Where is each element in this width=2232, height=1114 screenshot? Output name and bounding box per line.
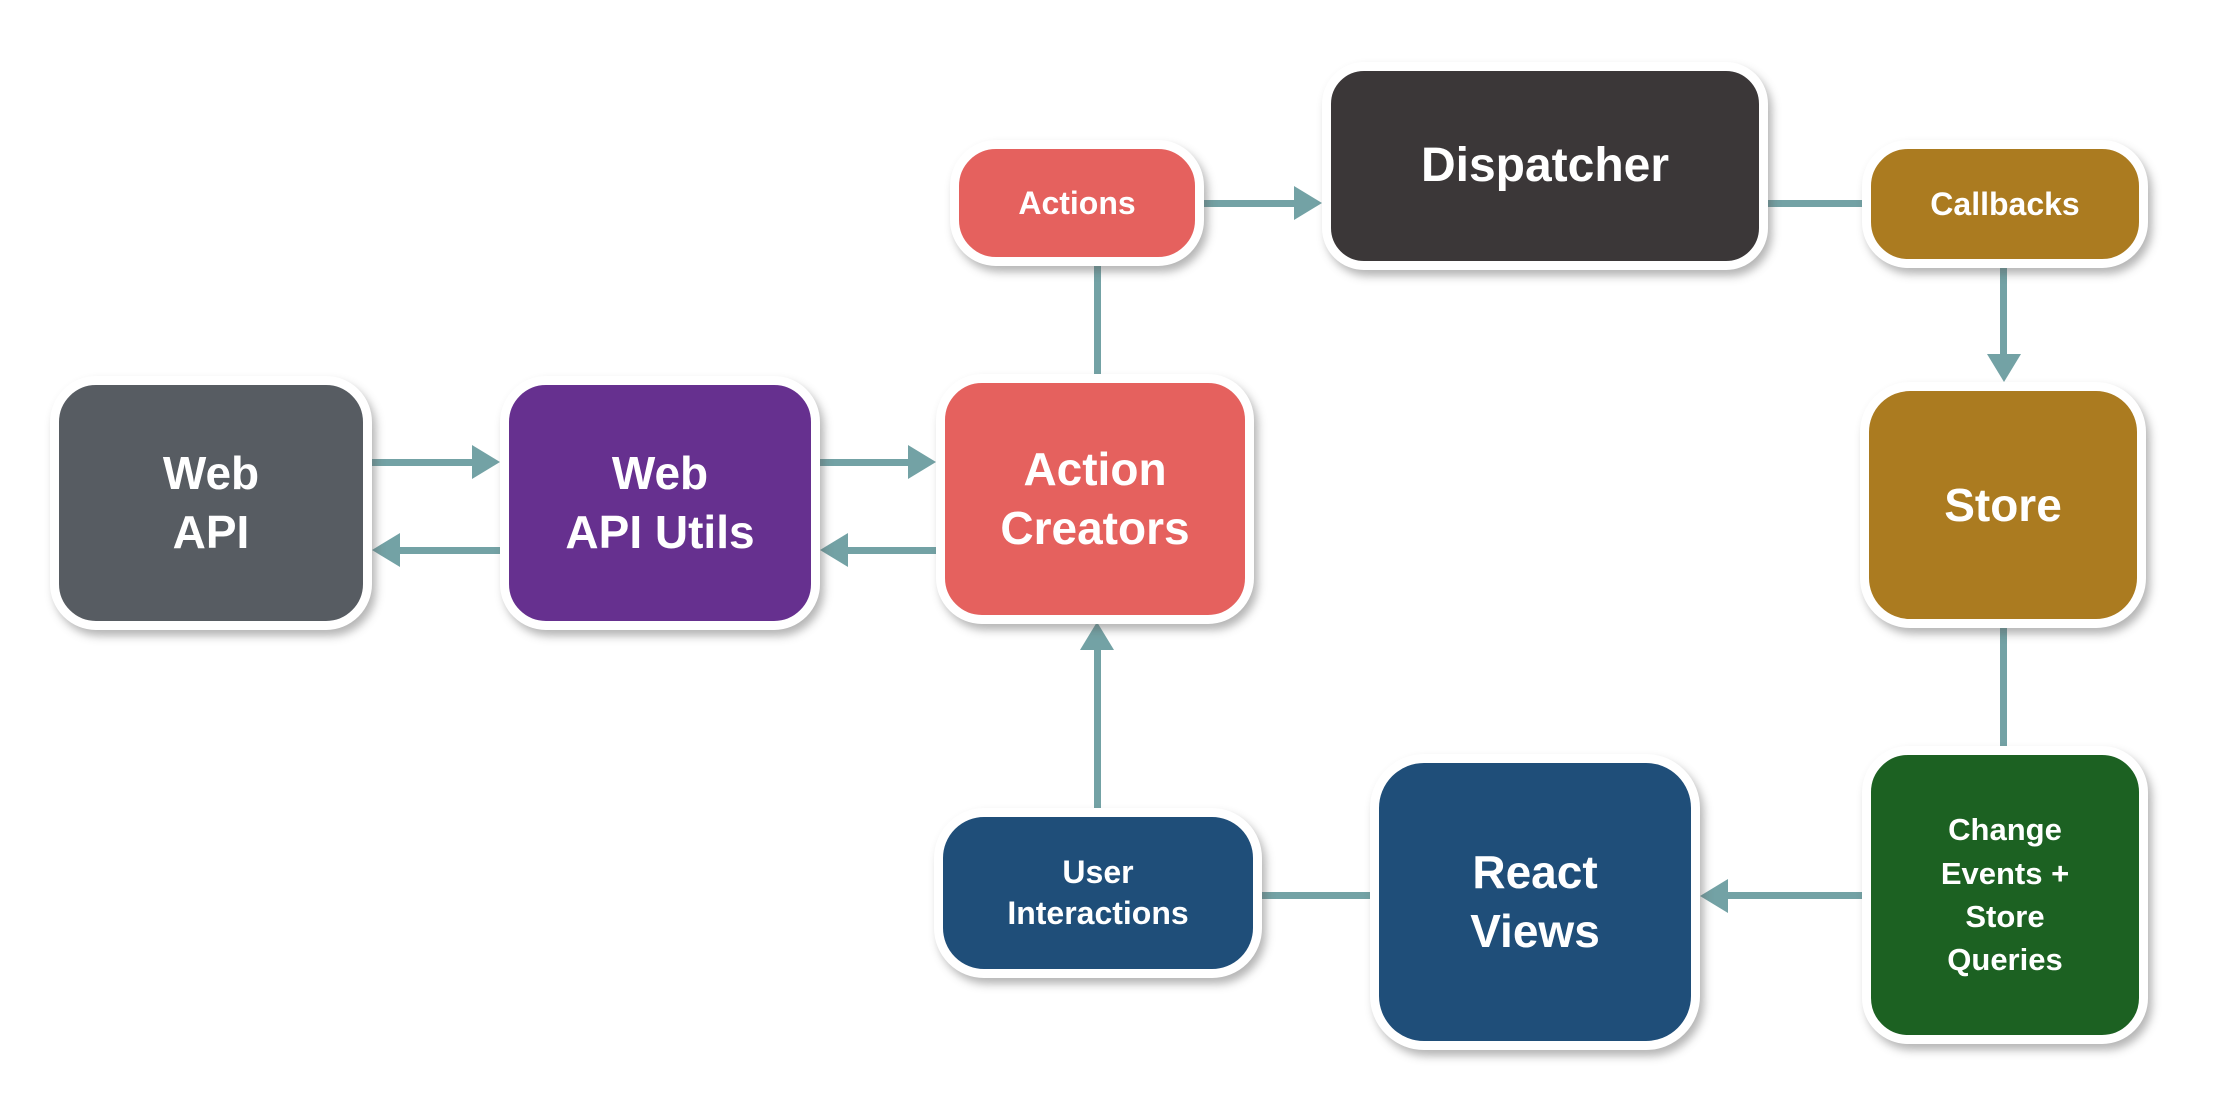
node-store: Store (1860, 382, 2146, 628)
node-callbacks: Callbacks (1862, 140, 2148, 268)
edge-dispatcher-to-callbacks (1768, 200, 1862, 207)
node-user-interactions-label: User Interactions (1007, 854, 1189, 931)
node-web-api-utils-label: Web API Utils (565, 447, 755, 558)
node-actions-label: Actions (1018, 184, 1136, 221)
node-actions: Actions (950, 140, 1204, 266)
node-dispatcher: Dispatcher (1322, 62, 1768, 270)
edge-change-events-to-react-views (1728, 892, 1862, 899)
edge-user-interactions-to-action-creators (1094, 650, 1101, 810)
arrowhead-left-icon (1700, 879, 1728, 913)
node-change-events-store-queries-label: Change Events + Store Queries (1940, 812, 2070, 978)
node-react-views-label: React Views (1470, 846, 1600, 957)
node-action-creators: Action Creators (936, 374, 1254, 624)
arrowhead-up-icon (1080, 622, 1114, 650)
node-callbacks-label: Callbacks (1930, 185, 2080, 222)
edge-web-api-to-web-api-utils (372, 459, 472, 466)
node-action-creators-label: Action Creators (1000, 443, 1190, 554)
node-web-api-label: Web API (162, 447, 260, 558)
edge-action-creators-to-web-api-utils (848, 547, 936, 554)
edge-store-to-change-events (2000, 626, 2007, 748)
edge-actions-to-dispatcher (1204, 200, 1294, 207)
node-store-label: Store (1944, 478, 2062, 531)
edge-react-views-to-user-interactions (1262, 892, 1370, 899)
node-web-api-utils: Web API Utils (500, 376, 820, 630)
arrowhead-right-icon (1294, 186, 1322, 220)
node-react-views: React Views (1370, 754, 1700, 1050)
node-user-interactions: User Interactions (934, 808, 1262, 978)
edge-callbacks-to-store (2000, 266, 2007, 354)
node-web-api: Web API (50, 376, 372, 630)
arrowhead-left-icon (372, 533, 400, 567)
node-change-events-store-queries: Change Events + Store Queries (1862, 746, 2148, 1044)
arrowhead-left-icon (820, 533, 848, 567)
arrowhead-down-icon (1987, 354, 2021, 382)
node-dispatcher-label: Dispatcher (1420, 139, 1670, 193)
edge-action-creators-to-actions (1094, 262, 1101, 376)
arrowhead-right-icon (472, 445, 500, 479)
arrowhead-right-icon (908, 445, 936, 479)
edge-web-api-utils-to-action-creators (820, 459, 908, 466)
edge-web-api-utils-to-web-api (400, 547, 500, 554)
